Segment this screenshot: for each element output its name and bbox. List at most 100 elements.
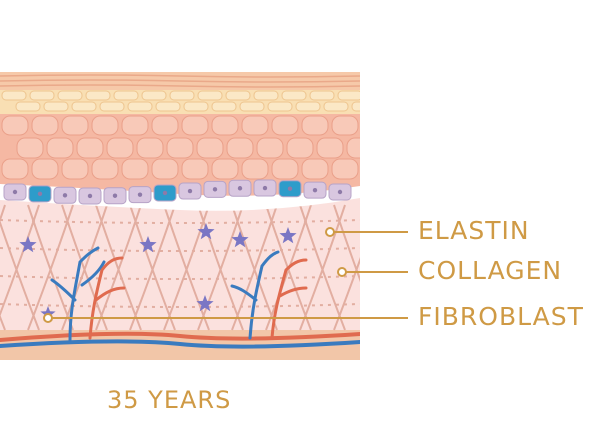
epidermis-cell — [166, 137, 194, 159]
collagen-fiber — [0, 204, 40, 318]
epidermis-cell — [136, 137, 164, 159]
granular-cell — [43, 101, 69, 112]
epidermis-cell — [121, 115, 149, 136]
basal-cell-nucleus — [62, 193, 68, 198]
granular-cell — [29, 90, 55, 101]
corneum-line — [0, 79, 360, 83]
basal-cell-nucleus — [162, 190, 168, 196]
granular-cell — [1, 90, 27, 101]
corneum-line — [0, 84, 360, 88]
elastin-fiber — [0, 219, 360, 224]
epidermis-cell — [362, 116, 388, 135]
granular-cell — [113, 90, 139, 101]
basal-cell-nucleus — [37, 191, 43, 197]
epidermis-cell — [1, 115, 29, 136]
collagen-fiber — [0, 204, 6, 223]
epidermis-cell — [211, 115, 239, 136]
epidermis-cell — [31, 158, 59, 180]
basal-cell-nucleus — [87, 193, 93, 199]
granular-cell — [295, 101, 321, 112]
collagen-fiber — [163, 204, 210, 331]
granular-cells — [1, 90, 390, 112]
epidermis-cell — [16, 137, 44, 159]
basal-cell-nucleus — [212, 187, 218, 192]
epidermis-cell — [346, 137, 360, 159]
epidermis-cell — [196, 137, 224, 159]
elastin-label: ELASTIN — [418, 216, 530, 245]
basal-cell-nucleus — [287, 186, 293, 191]
fibroblast-cell — [139, 236, 157, 253]
granular-cell — [99, 101, 125, 112]
epidermis-cell — [331, 115, 359, 136]
epidermis-cell — [151, 115, 179, 136]
basal-cell-nucleus — [187, 188, 193, 194]
basal-cell-nucleus — [12, 189, 18, 195]
granular-cell — [366, 91, 390, 100]
collagen-fiber — [368, 205, 413, 330]
epidermis-cell — [241, 158, 269, 180]
fibroblast-cell — [279, 227, 297, 244]
collagen-fiber — [368, 205, 413, 330]
basal-cell-nucleus — [112, 193, 118, 198]
granular-cell — [239, 101, 265, 112]
leader-lines — [43, 227, 408, 323]
epidermis-cell — [301, 158, 329, 180]
epidermis-cell — [211, 158, 239, 180]
granular-cell — [337, 90, 360, 101]
epidermis-cell — [286, 137, 314, 159]
collagen-fiber — [333, 204, 360, 283]
granular-cell — [155, 101, 181, 112]
epidermis-cell — [151, 158, 179, 180]
epidermis-cell — [31, 115, 59, 136]
collagen-fiber — [333, 256, 360, 331]
epidermis-cell — [91, 115, 119, 136]
epidermis-cell — [256, 137, 284, 159]
granular-cell — [253, 90, 279, 101]
epidermis-cell — [106, 137, 134, 159]
epidermis-cell — [331, 158, 359, 180]
granular-cell — [323, 101, 349, 112]
granular-cell — [211, 101, 237, 112]
fibroblast-cell — [196, 295, 214, 312]
collagen-label: COLLAGEN — [418, 256, 563, 285]
fibroblast-cell — [197, 223, 215, 240]
granular-cell — [309, 90, 335, 101]
granular-cell — [127, 101, 153, 112]
epidermis-cells — [1, 115, 388, 180]
granular-cell — [85, 90, 111, 101]
basal-cell-row — [3, 179, 352, 205]
granular-cell — [71, 101, 97, 112]
fibroblast-cell — [231, 231, 249, 248]
granular-cell — [267, 101, 293, 112]
collagen-fibers — [0, 204, 413, 331]
basal-cell-nucleus — [262, 185, 268, 191]
epidermis-cell — [76, 137, 104, 159]
granular-cell — [281, 90, 307, 101]
granular-cell — [169, 90, 195, 101]
collagen-fiber — [129, 204, 176, 331]
elastin-leader-dot — [325, 227, 335, 237]
epidermis-cell — [46, 137, 74, 159]
epidermis-cell — [241, 115, 269, 136]
basal-cell-nucleus — [337, 189, 343, 195]
epidermis-cell — [271, 158, 299, 180]
epidermis-cell — [121, 158, 149, 180]
basal-cell-nucleus — [312, 187, 318, 193]
collagen-fiber — [231, 204, 278, 331]
collagen-fiber — [61, 204, 108, 331]
basal-cell-nucleus — [237, 186, 243, 191]
epidermis-cell — [316, 137, 344, 159]
elastin-fiber — [0, 247, 360, 252]
granular-cell — [197, 90, 223, 101]
epidermis-cell — [91, 158, 119, 180]
fibroblast-label: FIBROBLAST — [418, 302, 584, 331]
stratum-corneum-lines — [0, 74, 360, 88]
fibroblast-leader-dot — [43, 313, 53, 323]
collagen-fiber — [95, 204, 142, 331]
age-caption: 35 YEARS — [107, 386, 232, 414]
blood-vessels — [0, 246, 360, 349]
basal-cell-nucleus — [137, 192, 143, 197]
epidermis-cell — [181, 158, 209, 180]
epidermis-cell — [301, 115, 329, 136]
epidermis-cell — [1, 158, 29, 180]
